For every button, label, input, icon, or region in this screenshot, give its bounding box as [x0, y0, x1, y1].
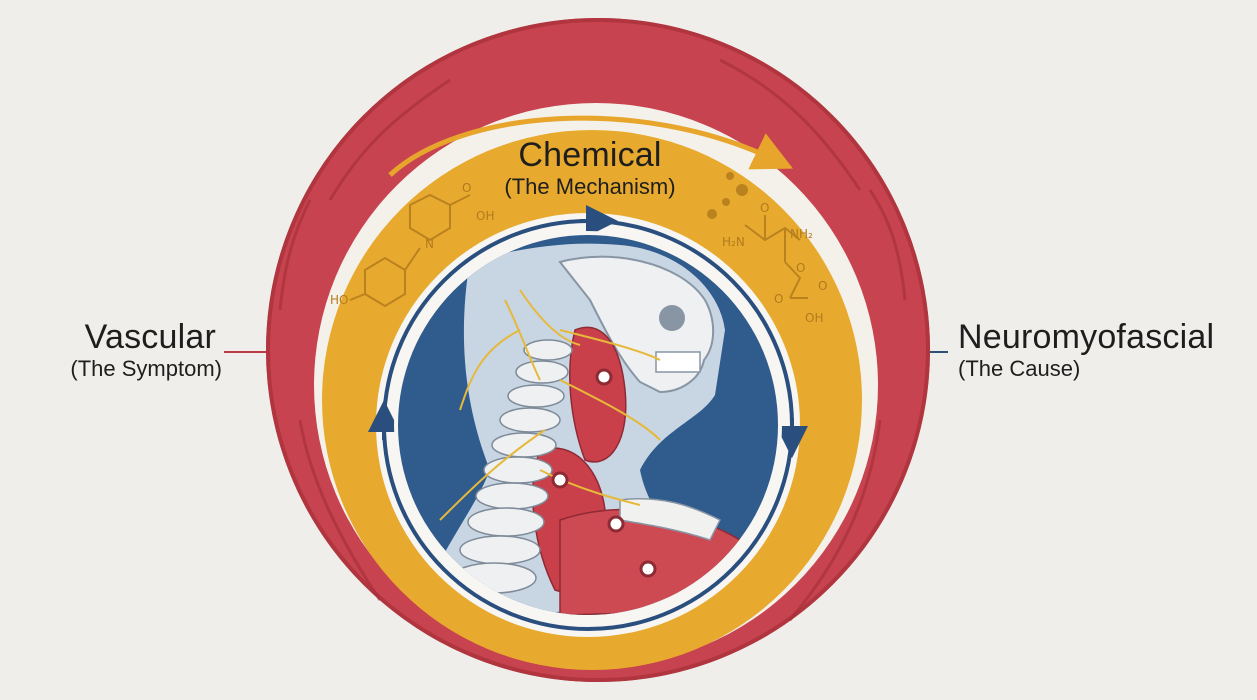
- molecule-label: H₂N: [722, 235, 745, 249]
- chemical-subtitle: (The Mechanism): [440, 174, 740, 200]
- molecule-label: NH₂: [790, 227, 813, 241]
- molecule-label: O: [774, 292, 783, 306]
- molecule-label: O: [796, 261, 805, 275]
- neuromyofascial-subtitle: (The Cause): [958, 356, 1214, 382]
- chemical-label: Chemical (The Mechanism): [440, 136, 740, 200]
- molecule-label: HO: [330, 293, 348, 307]
- trigger-point: [597, 370, 611, 384]
- molecule-label: OH: [805, 311, 823, 325]
- vascular-subtitle: (The Symptom): [8, 356, 222, 382]
- vascular-label: Vascular (The Symptom): [8, 318, 222, 382]
- neuromyofascial-label: Neuromyofascial (The Cause): [958, 318, 1214, 382]
- trigger-point: [609, 517, 623, 531]
- chemical-title: Chemical: [440, 136, 740, 174]
- molecule-label: N: [425, 237, 434, 251]
- trigger-point: [553, 473, 567, 487]
- molecule-label: O: [818, 279, 827, 293]
- trigger-point: [641, 562, 655, 576]
- molecule-label: OH: [476, 209, 494, 223]
- vascular-title: Vascular: [8, 318, 222, 356]
- neuromyofascial-title: Neuromyofascial: [958, 318, 1214, 356]
- molecule-label: O: [760, 201, 769, 215]
